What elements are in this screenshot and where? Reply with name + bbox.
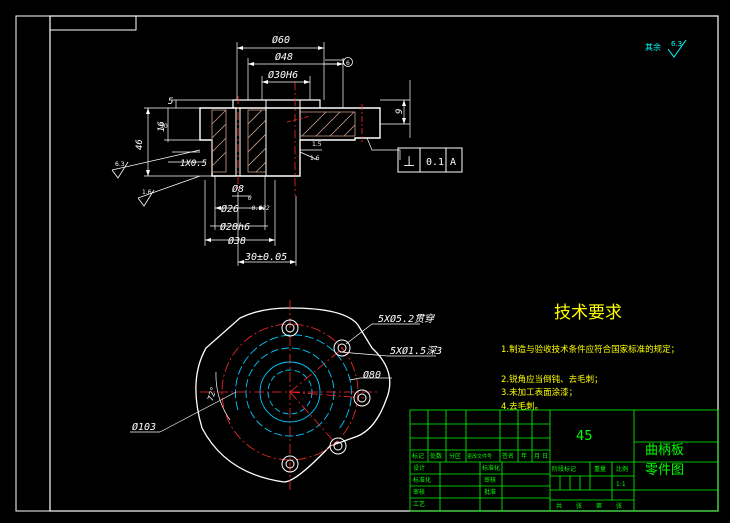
drawing-type: 零件图 — [645, 463, 684, 478]
tech-req-item-2: 2.锐角应当倒钝、去毛刺； — [501, 374, 603, 385]
tb-mid-0: 标准化 — [482, 464, 500, 472]
dim-d48: Ø48 — [275, 51, 293, 63]
dim-d26: Ø26 — [221, 203, 239, 215]
tb-header-7: 日 — [542, 453, 548, 460]
plate-outline — [195, 307, 391, 483]
tb-sheet-2: 第 — [596, 502, 602, 510]
tb-header-6: 月 — [534, 453, 540, 460]
tech-req-item-3: 3.未加工表面涂漆； — [501, 387, 577, 398]
item-balloon — [343, 57, 353, 67]
roughness-other: 其余 6.3 — [645, 39, 687, 58]
material-label: 45 — [576, 429, 593, 444]
gdt-frame: ⊥ 0.1 A — [397, 147, 463, 173]
item-balloon-number: 6 — [346, 60, 350, 67]
tb-header-4: 签名 — [502, 452, 514, 460]
dim-d28h6: Ø28h6 — [220, 221, 250, 233]
tb-header-0: 标记 — [412, 452, 424, 460]
part-name: 曲柄板 — [645, 443, 684, 458]
tech-req-item-1: 1.制造与验收技术条件应符合国家标准的规定； — [501, 344, 679, 355]
rough-1: 30 — [160, 123, 168, 130]
tb-header-1: 处数 — [430, 452, 442, 460]
dim-d60: Ø60 — [272, 34, 290, 46]
tb-weight: 重量 — [594, 465, 606, 473]
drawing-number-box — [49, 15, 137, 31]
dim-h9: 9 — [395, 109, 405, 114]
dim-d8: Ø8 — [232, 183, 244, 195]
dim-d26-tol-up: 0 — [248, 195, 252, 202]
hole-5 — [281, 455, 299, 473]
section-dimensions — [111, 42, 411, 266]
section-outline — [199, 107, 381, 177]
rough-3: 1.6 — [310, 155, 320, 162]
gdt-symbol: ⊥ — [403, 154, 415, 170]
hole-3 — [353, 389, 371, 407]
dim-d26-tol-dn: -0.022 — [248, 205, 270, 212]
hole-4 — [329, 437, 347, 455]
dim-chamfer: 1X0.5 — [180, 159, 207, 169]
tb-header-2: 分区 — [449, 452, 461, 460]
hole-2 — [333, 339, 351, 357]
tb-sheet-1: 张 — [576, 502, 582, 510]
gdt-datum: A — [450, 157, 456, 168]
tb-row-process: 工艺 — [413, 500, 425, 508]
roughness-other-label: 其余 — [645, 42, 661, 52]
tb-mid-1: 审核 — [484, 476, 496, 484]
rough-2: 1.5 — [312, 141, 322, 148]
tb-stage: 阶段标记 — [552, 465, 576, 473]
tb-scale-value: 1:1 — [616, 481, 626, 488]
tb-row-design: 设计 — [413, 464, 425, 472]
outer-frame — [15, 15, 719, 512]
tb-mid-2: 批准 — [484, 488, 496, 496]
dim-d30h6: Ø30H6 — [268, 69, 298, 81]
rough-5: 6.3 — [115, 161, 125, 168]
tb-sheet-3: 张 — [616, 502, 622, 510]
dim-distance: 30±0.05 — [244, 252, 287, 263]
tb-header-3: 更改文件号 — [467, 453, 492, 460]
title-block — [409, 409, 719, 512]
callout-angle: 72° — [206, 386, 218, 402]
dim-h46: 46 — [135, 139, 145, 150]
callout-holes-b: 5XØ1.5深3 — [390, 345, 442, 357]
tech-req-item-4: 4.去毛刺。 — [501, 401, 543, 412]
callout-pcd: Ø80 — [363, 369, 381, 381]
technical-requirements: 技术要求 1.制造与验收技术条件应符合国家标准的规定； 2.锐角应当倒钝、去毛刺… — [501, 303, 679, 412]
callout-holes-a: 5XØ5.2贯穿 — [378, 313, 436, 325]
tb-header-5: 年 — [521, 452, 527, 460]
hole-1 — [281, 319, 299, 337]
roughness-other-value: 6.3 — [671, 40, 682, 48]
plan-view: 5XØ5.2贯穿 5XØ1.5深3 Ø80 Ø103 72° — [130, 300, 442, 490]
tb-row-standard: 标准化 — [413, 476, 431, 484]
inner-frame — [49, 15, 719, 512]
section-view: Ø60 Ø48 Ø30H6 Ø8 Ø26 0 -0.022 Ø28h6 Ø38 … — [111, 34, 463, 266]
rough-4: 1.6 — [142, 189, 152, 196]
tb-sheet-0: 共 — [556, 502, 562, 510]
tb-scale-label: 比例 — [616, 465, 628, 473]
dim-h16: 16 — [157, 121, 167, 132]
dim-d38: Ø38 — [228, 235, 246, 247]
section-hatching — [211, 109, 356, 173]
gdt-tolerance: 0.1 — [426, 157, 444, 168]
dim-h5: 5 — [168, 97, 173, 107]
tech-req-title: 技术要求 — [554, 303, 622, 323]
callout-outer: Ø103 — [132, 421, 156, 433]
tb-row-review: 审核 — [413, 488, 425, 496]
